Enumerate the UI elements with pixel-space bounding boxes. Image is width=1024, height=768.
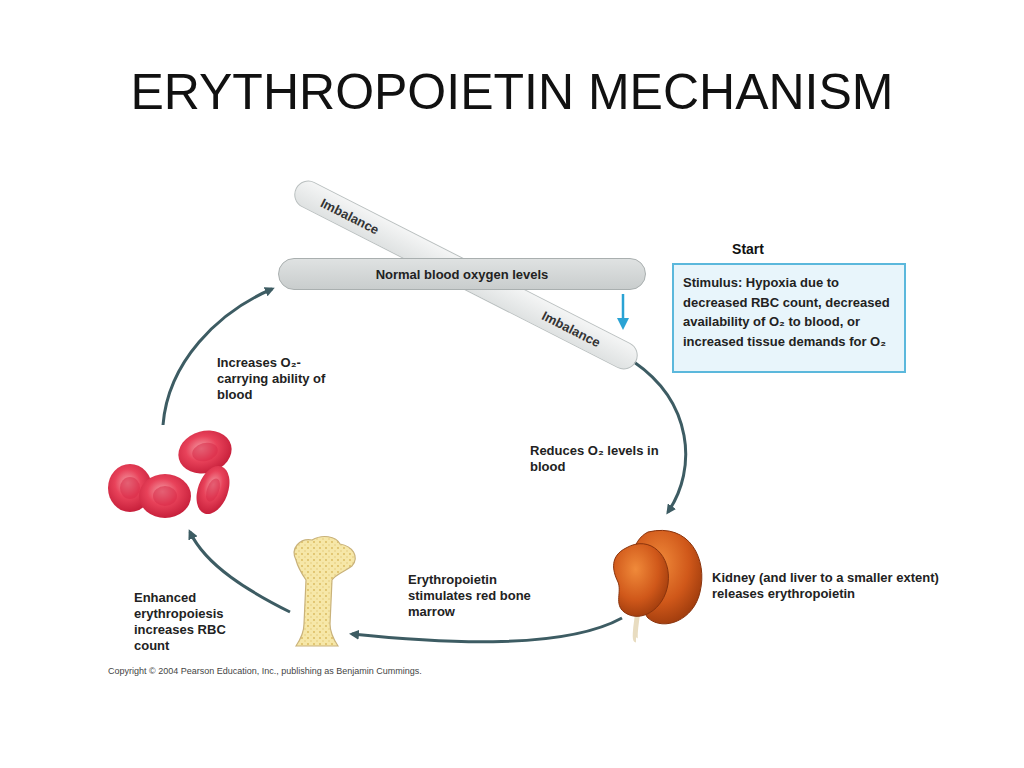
step-label: Kidney (and liver to a smaller extent) r… <box>712 570 942 602</box>
title: ERYTHROPOIETIN MECHANISM <box>0 62 1024 122</box>
band-label: Normal blood oxygen levels <box>376 267 549 282</box>
step-label: Increases O₂-carrying ability of blood <box>217 355 339 403</box>
copyright: Copyright © 2004 Pearson Education, Inc.… <box>108 666 608 677</box>
start-heading: Start <box>672 240 824 258</box>
femur-illustration <box>294 537 355 646</box>
kidney-illustration <box>614 530 702 640</box>
rbc-illustration <box>108 425 237 519</box>
cycle-arrow <box>190 532 290 612</box>
cycle-arrow <box>352 618 622 642</box>
imbalance-label: Imbalance <box>318 195 381 237</box>
imbalance-label: Imbalance <box>540 308 603 350</box>
cycle-arrow <box>634 362 686 512</box>
stimulus-box: StartStimulus: Hypoxia due to decreased … <box>672 263 906 373</box>
step-label: Enhanced erythropoiesis increases RBC co… <box>134 590 238 654</box>
step-label: Erythropoietin stimulates red bone marro… <box>408 572 538 620</box>
start-arrow <box>622 294 625 326</box>
normal-level-band: Normal blood oxygen levels <box>278 258 646 290</box>
step-label: Reduces O₂ levels in blood <box>530 443 670 475</box>
stimulus-text: Stimulus: Hypoxia due to decreased RBC c… <box>672 263 906 373</box>
